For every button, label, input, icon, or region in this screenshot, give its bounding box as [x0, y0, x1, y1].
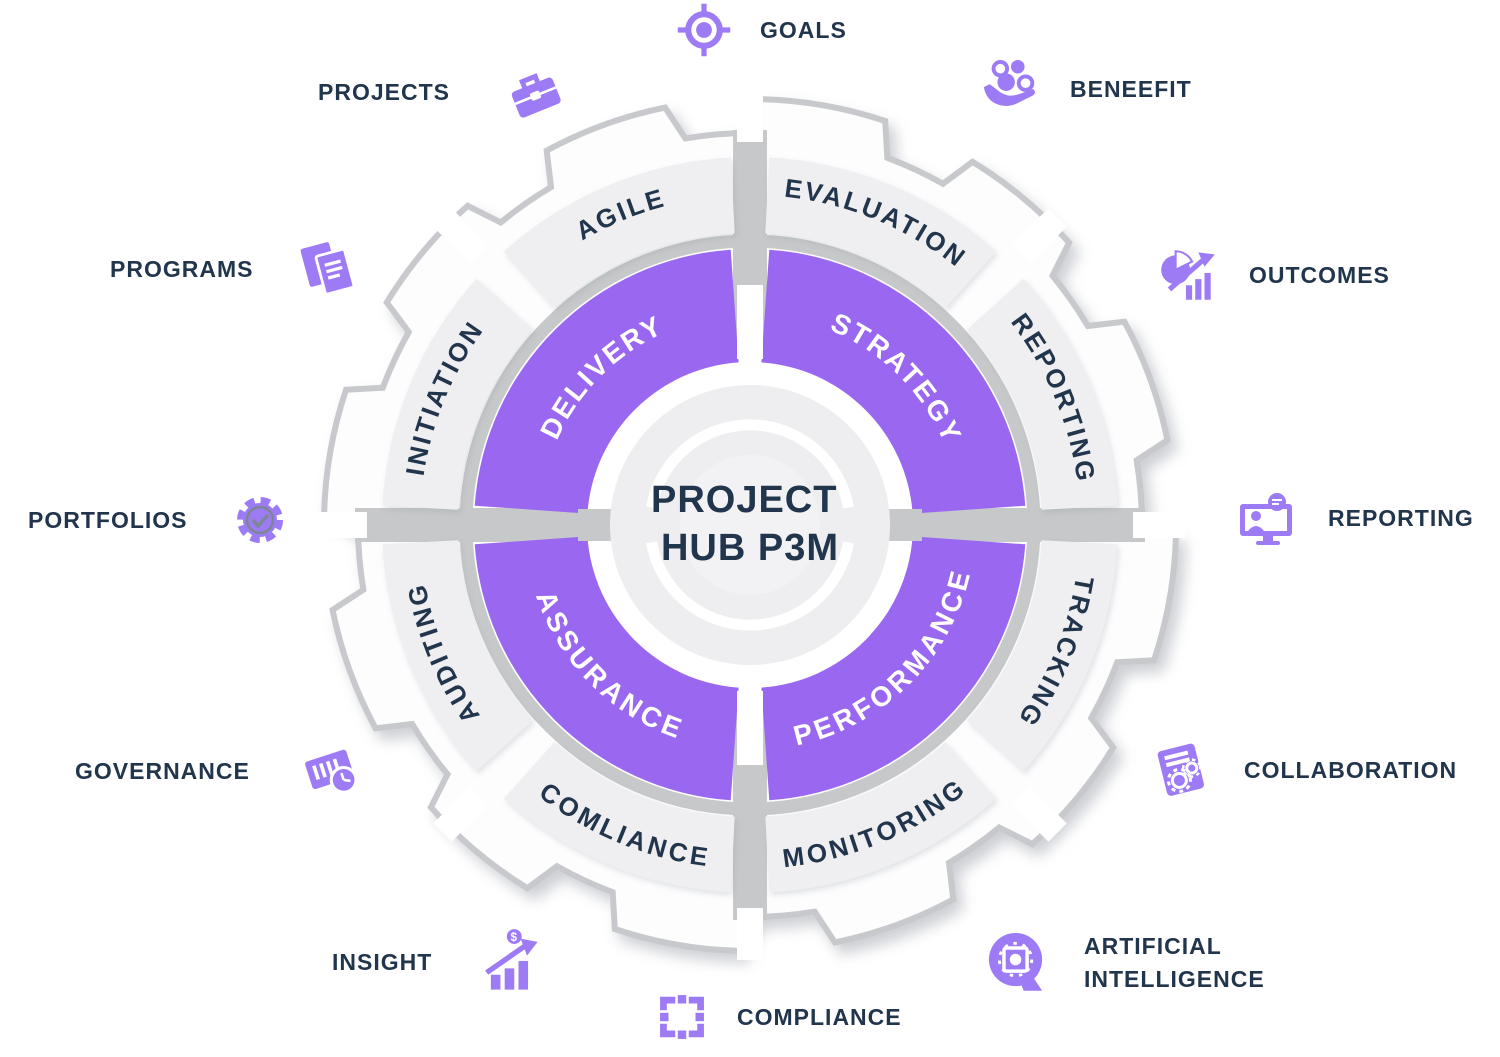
center-title-line2: HUB P3M: [661, 527, 839, 569]
document-gears-icon: [1157, 743, 1204, 796]
callout-programs-label: PROGRAMS: [110, 255, 254, 282]
inner-ring-segment-strategy: [761, 249, 1026, 514]
callout-artificial-intelligence-label: ARTIFICIAL INTELLIGENCE: [1084, 932, 1265, 992]
callout-compliance-label: COMPLIANCE: [737, 1003, 902, 1030]
outer-ring-segment-monitoring: [765, 742, 997, 893]
outer-ring-segment-reporting: [967, 278, 1118, 510]
callout-governance-label: GOVERNANCE: [75, 757, 250, 784]
target-icon: [677, 3, 731, 57]
outer-ring-segment-tracking: [967, 540, 1118, 772]
callout-governance: GOVERNANCE: [75, 738, 364, 804]
callout-insight-label: INSIGHT: [332, 948, 433, 975]
documents-icon: [301, 242, 356, 296]
outer-ring-segment-auditing: [382, 540, 533, 772]
gear-check-icon: [236, 497, 283, 543]
outer-ring-segment-initiation: [382, 278, 533, 510]
frame-icon: [660, 995, 704, 1039]
outer-ring-segment-evaluation: [765, 157, 997, 308]
callout-portfolios: PORTFOLIOS: [28, 488, 292, 552]
callout-goals: GOALS: [676, 2, 847, 58]
outer-ring: [382, 157, 1118, 893]
inner-ring-segment-performance: [761, 536, 1026, 801]
ledger-clock-icon: [304, 749, 358, 794]
callout-outcomes-label: OUTCOMES: [1249, 261, 1390, 288]
inner-ring-segment-assurance: [474, 536, 739, 801]
pie-growth-icon: [1161, 250, 1215, 300]
callout-reporting-label: REPORTING: [1328, 504, 1474, 531]
callout-artificial-intelligence: ARTIFICIAL INTELLIGENCE: [982, 926, 1289, 1000]
callout-collaboration: COLLABORATION: [1152, 738, 1457, 802]
callout-insight: INSIGHT $: [332, 928, 544, 996]
callout-projects: PROJECTS: [318, 60, 566, 124]
callout-projects-label: PROJECTS: [318, 78, 450, 105]
callout-goals-label: GOALS: [760, 16, 847, 43]
ai-head-icon: [988, 932, 1043, 991]
center-title: PROJECT HUB P3M: [651, 479, 849, 569]
callout-reporting: REPORTING: [1236, 486, 1474, 550]
callout-beneefit-label: BENEEFIT: [1070, 75, 1192, 102]
presenter-screen-icon: [1240, 493, 1292, 545]
callout-compliance: COMPLIANCE: [655, 990, 902, 1044]
outer-ring-segment-comliance: [503, 742, 735, 893]
coins-hand-icon: [983, 59, 1036, 106]
center-hub-core: [680, 455, 820, 595]
callout-beneefit: BENEEFIT: [980, 58, 1192, 120]
callout-portfolios-label: PORTFOLIOS: [28, 506, 188, 533]
center-title-line1: PROJECT: [651, 479, 837, 521]
svg-text:$: $: [511, 931, 519, 944]
briefcase-icon: [511, 73, 561, 118]
growth-dollar-icon: $: [485, 929, 538, 990]
callout-collaboration-label: COLLABORATION: [1244, 756, 1458, 783]
callout-programs: PROGRAMS: [110, 234, 363, 304]
spoke-east: [885, 508, 1145, 542]
spoke-west: [355, 508, 615, 542]
center-hub-arcs: [646, 419, 854, 631]
inner-ring: [474, 249, 1026, 801]
callout-outcomes: OUTCOMES: [1155, 242, 1390, 308]
cross-spokes: [355, 130, 1145, 920]
rim-slots: [315, 90, 1185, 960]
outer-ring-segment-agile: [503, 157, 735, 308]
inner-ring-segment-delivery: [474, 249, 739, 514]
divider-whites: [737, 285, 763, 765]
spoke-stubs: [578, 509, 922, 541]
